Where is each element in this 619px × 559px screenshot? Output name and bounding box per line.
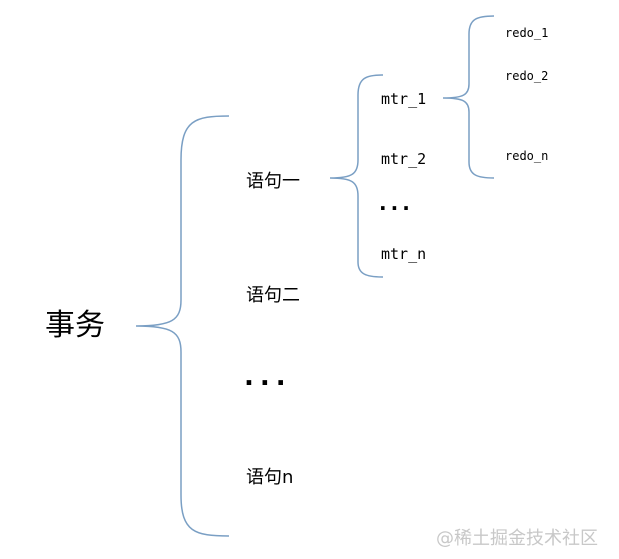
statement-bracket bbox=[329, 74, 384, 278]
transaction-bracket bbox=[135, 115, 230, 537]
redo-2-label: redo_2 bbox=[505, 69, 549, 83]
watermark-text: @稀土掘金技术社区 bbox=[436, 528, 598, 549]
statement-n-label: 语句n bbox=[246, 467, 294, 488]
mtr-ellipsis: ... bbox=[379, 191, 414, 215]
statement-ellipsis: ... bbox=[244, 362, 292, 392]
transaction-label: 事务 bbox=[45, 308, 105, 343]
redo-1-label: redo_1 bbox=[505, 26, 549, 40]
statement-1-label: 语句一 bbox=[246, 171, 300, 192]
mtr-2-label: mtr_2 bbox=[381, 150, 427, 168]
redo-n-label: redo_n bbox=[505, 149, 549, 163]
mtr-1-label: mtr_1 bbox=[381, 90, 427, 108]
mtr-n-label: mtr_n bbox=[381, 245, 427, 263]
statement-2-label: 语句二 bbox=[246, 285, 300, 306]
mtr-bracket bbox=[442, 15, 495, 179]
